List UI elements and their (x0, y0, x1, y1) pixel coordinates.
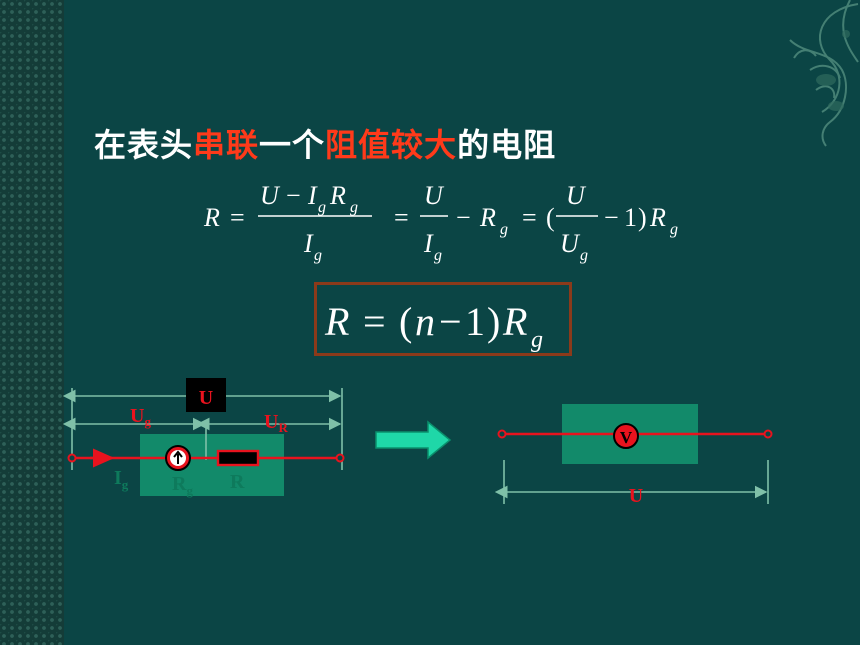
Ug-label: Ug (130, 405, 151, 429)
formula-equals: = (394, 203, 409, 232)
formula-I: I (303, 229, 314, 258)
result-sub-g: g (531, 327, 543, 353)
transform-arrow-icon (375, 420, 452, 460)
title-text: 一个 (259, 126, 326, 164)
terminal (335, 453, 345, 463)
formula-sub-g: g (500, 221, 508, 238)
formula-minus: − (456, 203, 471, 232)
result-one: 1 (465, 299, 485, 344)
formula-R: R (329, 181, 346, 210)
formula-sub-g: g (580, 247, 588, 264)
circuit-box (140, 434, 284, 496)
Rg-label: Rg (172, 473, 193, 498)
voltmeter-icon (613, 423, 639, 449)
title-text: 在表头 (94, 126, 194, 164)
result-formula: R = ( n − 1 ) R g (324, 299, 543, 353)
result-paren: ) (487, 299, 500, 344)
title-highlight-series: 串联 (193, 126, 260, 164)
sidebar-pattern (0, 0, 64, 645)
U-label: U (199, 387, 213, 409)
circuit-diagram: U Ug UR Ig Rg R V U (62, 378, 773, 507)
formula-U: U (566, 181, 587, 210)
formula-sub-g: g (434, 247, 442, 264)
formula-minus: − (286, 181, 301, 210)
formula-R: R (203, 203, 220, 232)
formula-minus: − (604, 203, 619, 232)
result-R: R (502, 299, 527, 344)
result-equals: = (363, 299, 386, 344)
formula-R: R (479, 203, 496, 232)
UR-label: UR (264, 411, 288, 435)
flourish-ornament (789, 0, 859, 147)
formula-U: U (424, 181, 445, 210)
formula-sub-g: g (350, 199, 358, 216)
title-text: 的电阻 (457, 126, 557, 164)
derivation-formula: R = U − I g R g I g = U I g − R g = ( U … (203, 181, 678, 264)
result-minus: − (439, 299, 462, 344)
terminal (497, 429, 507, 439)
formula-R: R (649, 203, 666, 232)
formula-sub-g: g (314, 247, 322, 264)
formula-sub-g: g (670, 221, 678, 238)
slide-title: 在表头串联一个阻值较大的电阻 (94, 120, 556, 166)
formula-paren: ( (546, 203, 555, 232)
Ig-label: Ig (114, 467, 129, 492)
formula-one: 1 (624, 203, 637, 232)
formula-equals: = (522, 203, 537, 232)
title-highlight-large: 阻值较大 (325, 126, 458, 164)
voltmeter-label: V (620, 428, 633, 447)
result-paren: ( (399, 299, 412, 344)
formula-sub-g: g (318, 199, 326, 216)
total-U-label: U (629, 485, 643, 507)
R-label: R (230, 471, 245, 493)
terminal (763, 429, 773, 439)
formula-paren: ) (638, 203, 647, 232)
galvanometer-needle (173, 450, 183, 464)
result-R: R (324, 299, 349, 344)
resistor-icon (216, 449, 260, 467)
formula-equals: = (230, 203, 245, 232)
formula-U: U (560, 229, 581, 258)
U-label-box (186, 378, 226, 412)
formula-U: U (260, 181, 281, 210)
result-formula-box: R = ( n − 1 ) R g (314, 282, 572, 356)
formula-I: I (307, 181, 318, 210)
formula-I: I (423, 229, 434, 258)
result-n: n (415, 299, 435, 344)
terminal (67, 453, 77, 463)
